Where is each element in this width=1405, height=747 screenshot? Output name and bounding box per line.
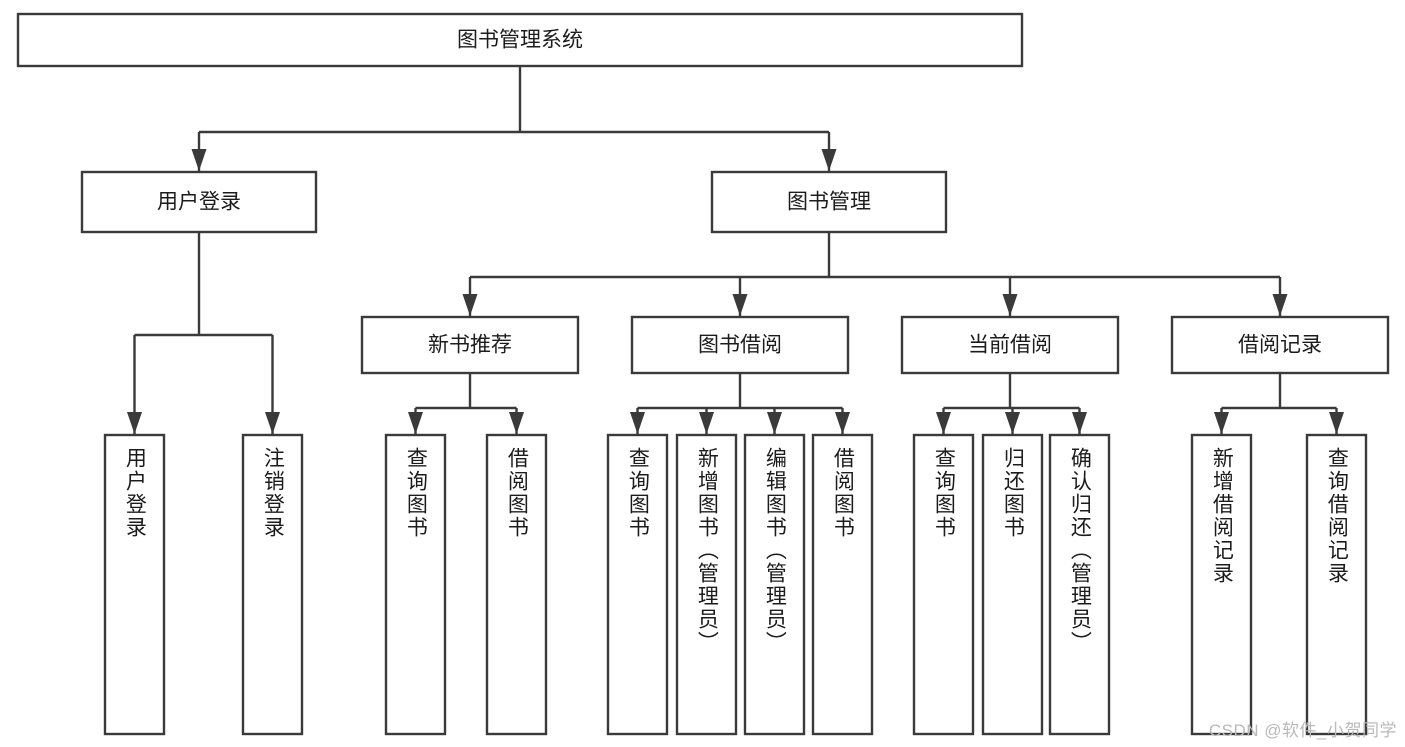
node-book-manage-label: 图书管理 (787, 191, 871, 214)
arrow-book-borrow-to-leaf-add-book (699, 412, 714, 434)
node-book-borrow-label: 图书借阅 (698, 334, 782, 357)
arrow-current-borrow-to-leaf-confirm-return (1072, 412, 1087, 434)
node-new-book-rec-box[interactable] (360, 315, 580, 375)
arrow-user-login-to-leaf-logout (265, 412, 280, 434)
node-box-layer (16, 12, 1390, 736)
node-leaf-query-book-1-box[interactable] (384, 433, 447, 736)
node-leaf-borrow-book-1-box[interactable] (485, 433, 548, 736)
node-leaf-confirm-return-box[interactable] (1048, 433, 1111, 736)
node-new-book-rec-label: 新书推荐 (428, 334, 512, 357)
arrow-user-login-to-leaf-user-login (127, 412, 142, 434)
arrow-root-to-book-manage (821, 149, 837, 171)
arrow-borrow-record-to-leaf-add-record (1214, 412, 1229, 434)
arrow-book-manage-to-new-book-rec (462, 294, 478, 316)
node-leaf-edit-book-box[interactable] (743, 433, 806, 736)
node-root-label: 图书管理系统 (457, 29, 583, 52)
arrow-book-borrow-to-leaf-borrow-book-2 (835, 412, 850, 434)
node-leaf-add-record-box[interactable] (1190, 433, 1253, 736)
arrow-book-manage-to-book-borrow (732, 294, 748, 316)
watermark-text: CSDN @软件_小贺同学 (1208, 721, 1397, 740)
node-book-borrow-box[interactable] (630, 315, 850, 375)
node-current-borrow-label: 当前借阅 (968, 334, 1052, 357)
node-leaf-user-login-box[interactable] (103, 433, 166, 736)
node-root-box[interactable] (16, 12, 1024, 68)
arrow-book-manage-to-borrow-record (1272, 294, 1288, 316)
connector-layer (127, 66, 1344, 434)
arrow-current-borrow-to-leaf-return-book (1005, 412, 1020, 434)
node-leaf-borrow-book-2-box[interactable] (811, 433, 874, 736)
arrow-book-borrow-to-leaf-edit-book (767, 412, 782, 434)
arrow-book-manage-to-current-borrow (1002, 294, 1018, 316)
node-user-login-label: 用户登录 (157, 191, 241, 214)
arrow-new-book-rec-to-leaf-borrow-book-1 (509, 412, 524, 434)
arrow-root-to-user-login (191, 149, 207, 171)
node-book-manage-box[interactable] (710, 170, 948, 234)
node-leaf-logout-box[interactable] (241, 433, 304, 736)
node-leaf-query-record-box[interactable] (1305, 433, 1368, 736)
arrow-new-book-rec-to-leaf-query-book-1 (408, 412, 423, 434)
arrow-borrow-record-to-leaf-query-record (1329, 412, 1344, 434)
node-leaf-query-book-2-box[interactable] (606, 433, 669, 736)
node-leaf-query-book-3-box[interactable] (912, 433, 975, 736)
node-borrow-record-box[interactable] (1170, 315, 1390, 375)
node-leaf-return-book-box[interactable] (981, 433, 1044, 736)
arrow-current-borrow-to-leaf-query-book-3 (936, 412, 951, 434)
node-user-login-box[interactable] (80, 170, 318, 234)
node-leaf-add-book-box[interactable] (675, 433, 738, 736)
node-borrow-record-label: 借阅记录 (1238, 334, 1322, 357)
arrow-book-borrow-to-leaf-query-book-2 (630, 412, 645, 434)
node-current-borrow-box[interactable] (900, 315, 1120, 375)
